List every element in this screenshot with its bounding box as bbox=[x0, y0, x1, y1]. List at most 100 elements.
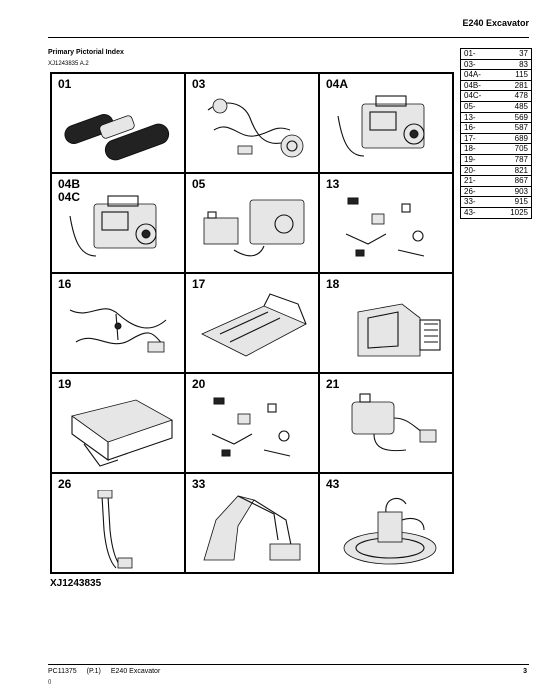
footer-model: E240 Excavator bbox=[110, 668, 161, 675]
cell-label: 20 bbox=[192, 377, 206, 391]
cell-illustration bbox=[71, 399, 173, 467]
cell-illustration bbox=[345, 197, 425, 257]
pictorial-cell-01[interactable]: 01 bbox=[51, 73, 185, 173]
cell-label: 13 bbox=[326, 177, 340, 191]
page-index-page: 485 bbox=[514, 101, 528, 111]
pictorial-cell-04b-04c[interactable]: 04B 04C bbox=[51, 173, 185, 273]
cell-illustration bbox=[69, 308, 167, 353]
section-title: Primary Pictorial Index bbox=[48, 49, 124, 56]
page-index-page: 569 bbox=[514, 112, 528, 122]
cell-label: 03 bbox=[192, 77, 206, 91]
page-index-section: 18- bbox=[464, 144, 476, 154]
page-index-row[interactable]: 04A- 115 bbox=[461, 70, 531, 81]
page-index-section: 43- bbox=[464, 207, 476, 217]
page-index-row[interactable]: 18- 705 bbox=[461, 144, 531, 155]
footer-rule bbox=[48, 664, 529, 665]
pictorial-cell-19[interactable]: 19 bbox=[51, 373, 185, 473]
footer-page-number: 3 bbox=[523, 668, 527, 675]
page-index-page: 37 bbox=[519, 49, 528, 58]
cell-illustration bbox=[343, 497, 437, 565]
pictorial-cell-26[interactable]: 26 bbox=[51, 473, 185, 573]
page-index-section: 19- bbox=[464, 154, 476, 164]
header-title: E240 Excavator bbox=[462, 18, 529, 28]
cell-label: 17 bbox=[192, 277, 206, 291]
pictorial-cell-33[interactable]: 33 bbox=[185, 473, 319, 573]
pictorial-index-grid: 01 03 04A 04B 04C 05 13 16 17 18 19 20 21 26 33 43 bbox=[50, 72, 454, 574]
page-index-page: 915 bbox=[514, 197, 528, 207]
page-index-row[interactable]: 01- 37 bbox=[461, 49, 531, 60]
cell-illustration bbox=[207, 98, 304, 158]
cell-illustration bbox=[201, 293, 307, 357]
page-index-page: 115 bbox=[515, 70, 528, 80]
cell-illustration bbox=[211, 397, 291, 457]
page-index-page: 281 bbox=[514, 80, 528, 90]
page-index-row[interactable]: 43- 1025 bbox=[461, 208, 531, 218]
page-index-page: 903 bbox=[514, 186, 528, 196]
cell-illustration bbox=[337, 95, 425, 157]
page-index-row[interactable]: 03-83 bbox=[461, 60, 531, 71]
cell-illustration bbox=[203, 199, 305, 257]
cell-illustration bbox=[69, 195, 157, 257]
page-index-section: 20- bbox=[464, 165, 476, 175]
page-index-section: 13- bbox=[464, 112, 476, 122]
page-index-row[interactable]: 13- 569 bbox=[461, 113, 531, 124]
pictorial-cell-03[interactable]: 03 bbox=[185, 73, 319, 173]
page-index-section: 21- bbox=[464, 176, 476, 186]
page-index-row[interactable]: 17- 689 bbox=[461, 134, 531, 145]
cell-illustration bbox=[64, 114, 170, 161]
cell-illustration bbox=[203, 495, 301, 561]
page-index-section: 17- bbox=[464, 133, 476, 143]
pictorial-cell-13[interactable]: 13 bbox=[319, 173, 453, 273]
page-index-section: 05- bbox=[464, 101, 476, 111]
page-index-row[interactable]: 33- 915 bbox=[461, 197, 531, 208]
page-index-section: 04C- bbox=[464, 91, 482, 101]
page-index-row[interactable]: 20- 821 bbox=[461, 166, 531, 177]
page-index-page: 1025 bbox=[510, 207, 528, 217]
footer-doc: PC11375 bbox=[48, 668, 77, 675]
cell-label: 16 bbox=[58, 277, 72, 291]
page-index-page: 689 bbox=[514, 133, 528, 143]
pictorial-cell-05[interactable]: 05 bbox=[185, 173, 319, 273]
pictorial-cell-16[interactable]: 16 bbox=[51, 273, 185, 373]
page-index-page: 705 bbox=[514, 144, 528, 154]
cell-label: 04A bbox=[326, 77, 349, 91]
page-index-section: 16- bbox=[464, 123, 476, 133]
header-rule bbox=[48, 37, 529, 38]
page-index-page: 787 bbox=[514, 154, 528, 164]
page-index-page: 478 bbox=[514, 91, 528, 101]
pictorial-cell-17[interactable]: 17 bbox=[185, 273, 319, 373]
page-index-row[interactable]: 05- 485 bbox=[461, 102, 531, 113]
footer-info: PC11375 (P.1) E240 Excavator bbox=[48, 668, 168, 675]
page-index-section: 33- bbox=[464, 197, 476, 207]
page-index-row[interactable]: 16- 587 bbox=[461, 123, 531, 134]
page-index-row[interactable]: 04C- 478 bbox=[461, 91, 531, 102]
figure-id: XJ1243835 bbox=[50, 578, 102, 589]
cell-label: 19 bbox=[58, 377, 72, 391]
cell-label: 26 bbox=[58, 477, 72, 491]
page-index-row[interactable]: 04B-281 bbox=[461, 81, 531, 92]
pictorial-cell-04a[interactable]: 04A bbox=[319, 73, 453, 173]
cell-label: 01 bbox=[58, 77, 72, 91]
page-index-section: 04A- bbox=[464, 70, 481, 80]
section-code: XJ1243835 A.2 bbox=[48, 61, 89, 67]
cell-label: 43 bbox=[326, 477, 340, 491]
cell-label: 05 bbox=[192, 177, 206, 191]
pictorial-cell-18[interactable]: 18 bbox=[319, 273, 453, 373]
page-index-row[interactable]: 26-903 bbox=[461, 187, 531, 198]
page-index-section: 01- bbox=[464, 49, 476, 58]
pictorial-cell-43[interactable]: 43 bbox=[319, 473, 453, 573]
page-index-section: 03- bbox=[464, 59, 476, 69]
page-index-row[interactable]: 21-867 bbox=[461, 176, 531, 187]
cell-illustration bbox=[357, 303, 441, 357]
page-index-row[interactable]: 19- 787 bbox=[461, 155, 531, 166]
page-index-page: 821 bbox=[514, 165, 528, 175]
page-index-page: 587 bbox=[514, 123, 528, 133]
cell-label: 18 bbox=[326, 277, 340, 291]
cell-label: 21 bbox=[326, 377, 340, 391]
cell-label: 04B 04C bbox=[58, 177, 81, 204]
pictorial-cell-21[interactable]: 21 bbox=[319, 373, 453, 473]
footer-mark: () bbox=[48, 679, 52, 685]
cell-illustration bbox=[351, 393, 437, 452]
cell-label: 33 bbox=[192, 477, 206, 491]
pictorial-cell-20[interactable]: 20 bbox=[185, 373, 319, 473]
